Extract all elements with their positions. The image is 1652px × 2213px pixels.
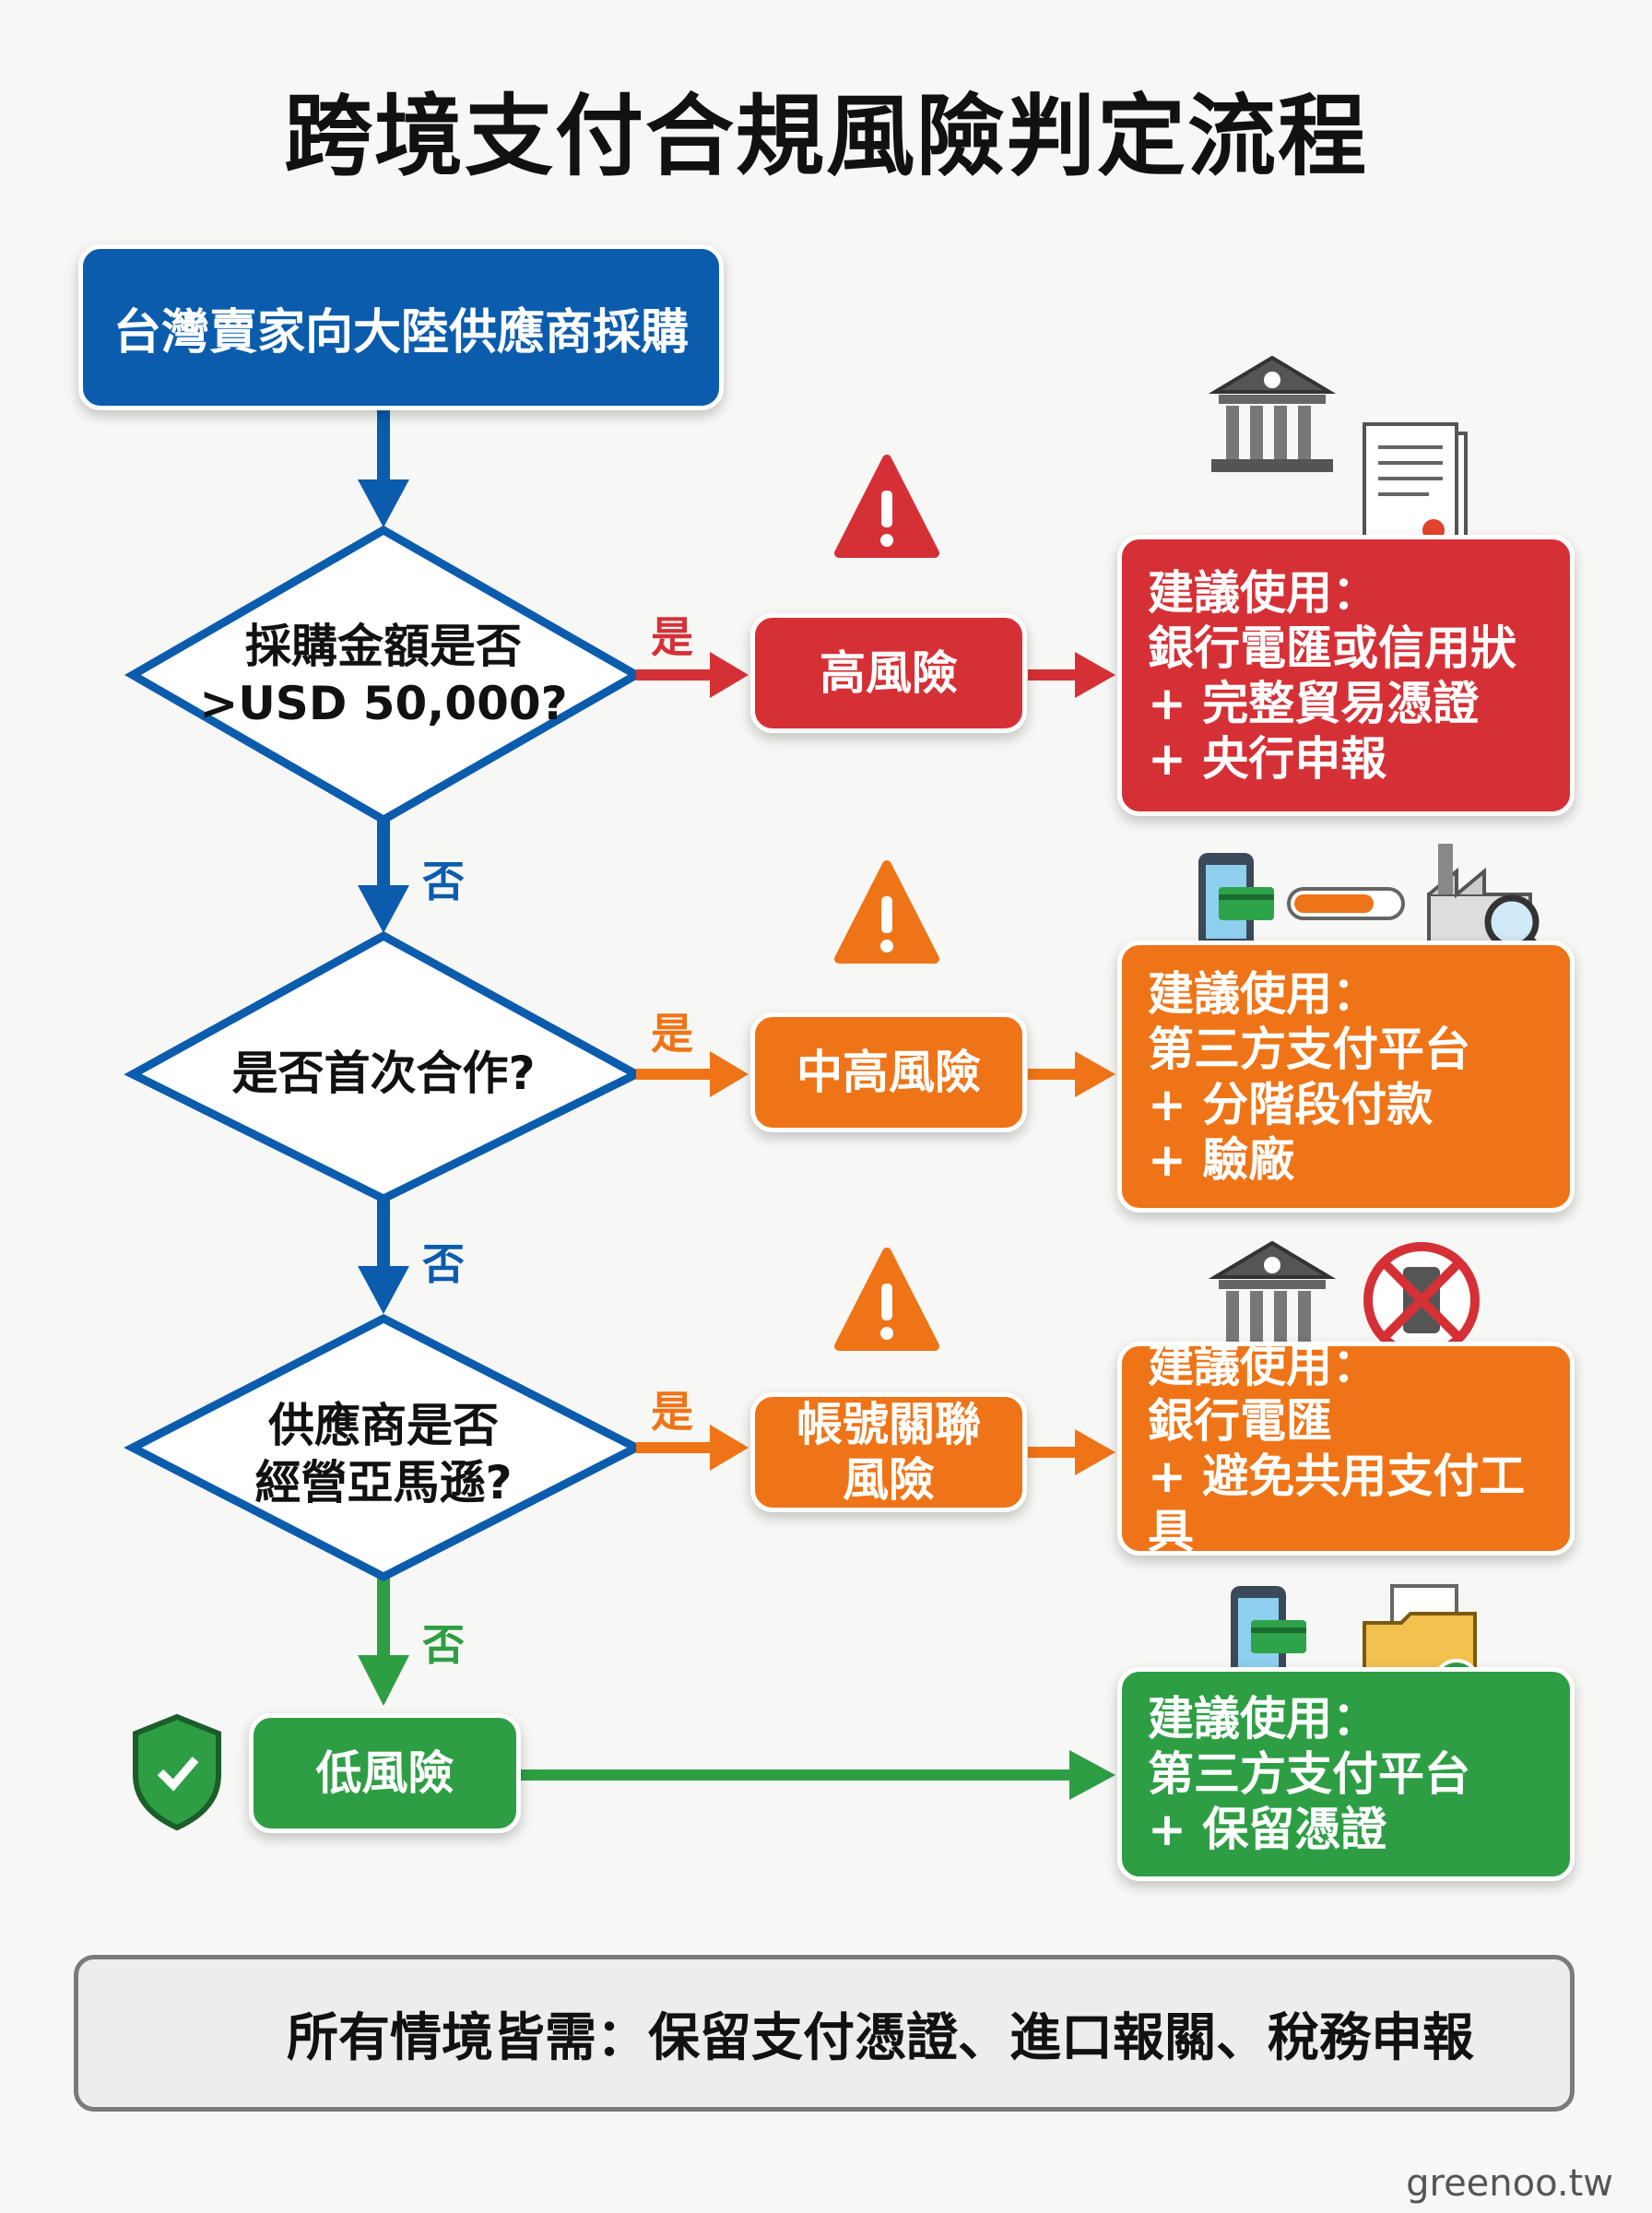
risk-account-link-line1: 帳號關聯 — [796, 1398, 981, 1451]
risk-high-label: 高風險 — [820, 646, 958, 700]
no-label-2: 否 — [422, 1239, 465, 1289]
advice-2-line: + 驗廠 — [1148, 1132, 1295, 1187]
bank-icon — [1208, 1240, 1337, 1357]
bank-icon — [1208, 355, 1337, 472]
advice-1-line: 建議使用： — [1148, 565, 1378, 620]
advice-2-line: 第三方支付平台 — [1148, 1022, 1470, 1076]
decision-diamond-1 — [124, 525, 645, 825]
advice-1-line: 銀行電匯或信用狀 — [1148, 621, 1516, 675]
advice-arrow-3 — [1028, 1429, 1115, 1475]
shield-check-icon — [133, 1713, 221, 1831]
question-2: 是否首次合作? — [171, 1045, 596, 1102]
advice-3-line: 銀行電匯 — [1148, 1394, 1332, 1448]
advice-1-line: + 完整貿易憑證 — [1148, 676, 1480, 730]
yes-label-1: 是 — [651, 612, 693, 662]
risk-medium-high: 中高風險 — [750, 1012, 1027, 1132]
advice-arrow-2 — [1028, 1051, 1115, 1097]
risk-high: 高風險 — [750, 613, 1027, 733]
question-1-line2: >USD 50,000? — [199, 677, 568, 730]
advice-4-line: + 保留憑證 — [1148, 1803, 1387, 1856]
advice-2-line: + 分階段付款 — [1148, 1077, 1434, 1131]
warning-icon — [834, 455, 939, 558]
decision-diamond-2 — [124, 930, 645, 1204]
advice-3-line: + 避免共用支付工具 — [1148, 1450, 1526, 1558]
advice-1-line: + 央行申報 — [1148, 731, 1387, 786]
advice-2-line: 建議使用： — [1148, 966, 1378, 1021]
no-connector-2 — [358, 821, 409, 933]
advice-box-3: 建議使用： 銀行電匯 + 避免共用支付工具 — [1117, 1339, 1575, 1558]
advice-arrow-4 — [521, 1750, 1115, 1800]
question-2-line1: 是否首次合作? — [231, 1047, 536, 1100]
question-1: 採購金額是否 >USD 50,000? — [171, 618, 596, 732]
no-phone-icon — [1363, 1242, 1480, 1358]
advice-box-1: 建議使用： 銀行電匯或信用狀 + 完整貿易憑證 + 央行申報 — [1117, 535, 1575, 816]
no-connector-4 — [358, 1577, 409, 1706]
risk-medium-high-label: 中高風險 — [796, 1046, 981, 1099]
risk-account-link: 帳號關聯 風險 — [750, 1392, 1027, 1512]
advice-3-line: 建議使用： — [1148, 1339, 1378, 1392]
question-3: 供應商是否 經營亞馬遜? — [171, 1397, 596, 1511]
advice-4-line: 第三方支付平台 — [1148, 1747, 1470, 1801]
risk-account-link-line2: 風險 — [843, 1453, 935, 1507]
footer-note: 所有情境皆需：保留支付憑證、進口報關、稅務申報 — [74, 1955, 1575, 2112]
warning-icon — [834, 1248, 939, 1351]
phone-card-icon — [1198, 853, 1274, 954]
yes-arrow-3 — [636, 1425, 749, 1471]
page-title: 跨境支付合規風險判定流程 — [284, 85, 1368, 188]
warning-icon — [834, 860, 939, 964]
yes-label-3: 是 — [651, 1387, 693, 1437]
advice-4-line: 建議使用： — [1148, 1692, 1378, 1746]
yes-label-2: 是 — [651, 1009, 693, 1059]
footer-text: 所有情境皆需：保留支付憑證、進口報關、稅務申報 — [287, 2007, 1474, 2068]
no-connector-3 — [358, 1199, 409, 1314]
question-3-line1: 供應商是否 — [268, 1399, 499, 1452]
watermark: greenoo.tw — [1406, 2162, 1613, 2205]
phone-card-icon — [1231, 1586, 1306, 1687]
start-node: 台灣賣家向大陸供應商採購 — [78, 244, 724, 410]
decision-diamond-3 — [124, 1313, 645, 1582]
no-label-3: 否 — [422, 1620, 465, 1670]
progress-bar-icon — [1287, 887, 1405, 920]
question-1-line1: 採購金額是否 — [245, 620, 522, 673]
advice-arrow-1 — [1028, 652, 1115, 698]
no-connector-1 — [358, 410, 409, 527]
advice-box-4: 建議使用： 第三方支付平台 + 保留憑證 — [1117, 1667, 1575, 1881]
no-label-1: 否 — [422, 857, 465, 906]
risk-low-label: 低風險 — [315, 1746, 454, 1800]
yes-arrow-2 — [636, 1051, 749, 1097]
yes-arrow-1 — [636, 652, 749, 698]
risk-low: 低風險 — [249, 1713, 521, 1833]
question-3-line2: 經營亞馬遜? — [254, 1456, 513, 1509]
advice-box-2: 建議使用： 第三方支付平台 + 分階段付款 + 驗廠 — [1117, 941, 1575, 1213]
